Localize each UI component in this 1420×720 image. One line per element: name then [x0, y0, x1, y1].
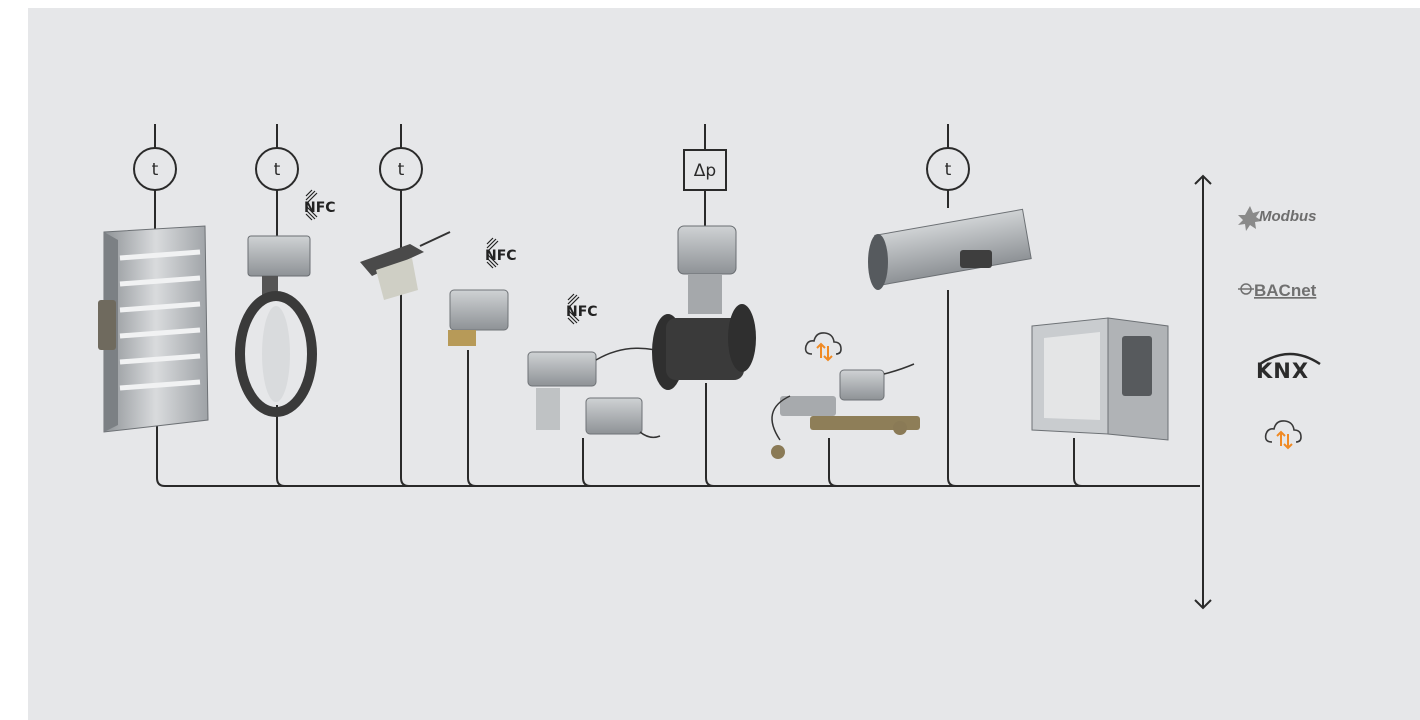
svg-text:NFC: NFC — [566, 304, 598, 320]
rod-actuator-device — [360, 232, 450, 300]
pressure-sensor: Δp — [684, 124, 726, 226]
damper-device — [98, 226, 208, 432]
temperature-sensor-3: t — [380, 124, 422, 258]
bacnet-logo: BACnet — [1238, 281, 1317, 300]
round-duct-damper-device — [868, 209, 1031, 290]
butterfly-valve-device — [240, 236, 312, 412]
small-valve-device — [448, 290, 508, 346]
flanged-valve-device — [652, 226, 756, 390]
nfc-icon: NFC — [304, 190, 336, 220]
nfc-icon: NFC — [566, 294, 598, 324]
sensor-label-dp: Δp — [694, 161, 716, 181]
combi-valve-device — [528, 348, 670, 437]
bidirectional-arrow — [1195, 176, 1211, 608]
sensor-label-t4: t — [945, 160, 952, 180]
rectangular-damper-device — [1032, 318, 1168, 440]
svg-text:KNX: KNX — [1256, 359, 1309, 383]
svg-text:NFC: NFC — [304, 200, 336, 216]
temperature-sensor-4: t — [927, 124, 969, 208]
sensor-label-t1: t — [152, 160, 159, 180]
sensor-label-t2: t — [274, 160, 281, 180]
sensor-label-t3: t — [398, 160, 405, 180]
knx-logo: KNX — [1256, 354, 1320, 383]
temperature-sensor-2: t — [256, 124, 298, 236]
svg-text:Modbus: Modbus — [1259, 208, 1317, 225]
modbus-logo: Modbus — [1238, 206, 1317, 231]
svg-text:BACnet: BACnet — [1254, 281, 1317, 300]
temperature-sensor-1: t — [134, 124, 176, 232]
nfc-icon: NFC — [485, 238, 517, 268]
cloud-sync-icon — [806, 333, 841, 360]
cloud-sync-icon — [1266, 421, 1301, 448]
svg-text:NFC: NFC — [485, 248, 517, 264]
energy-valve-device — [771, 364, 920, 459]
